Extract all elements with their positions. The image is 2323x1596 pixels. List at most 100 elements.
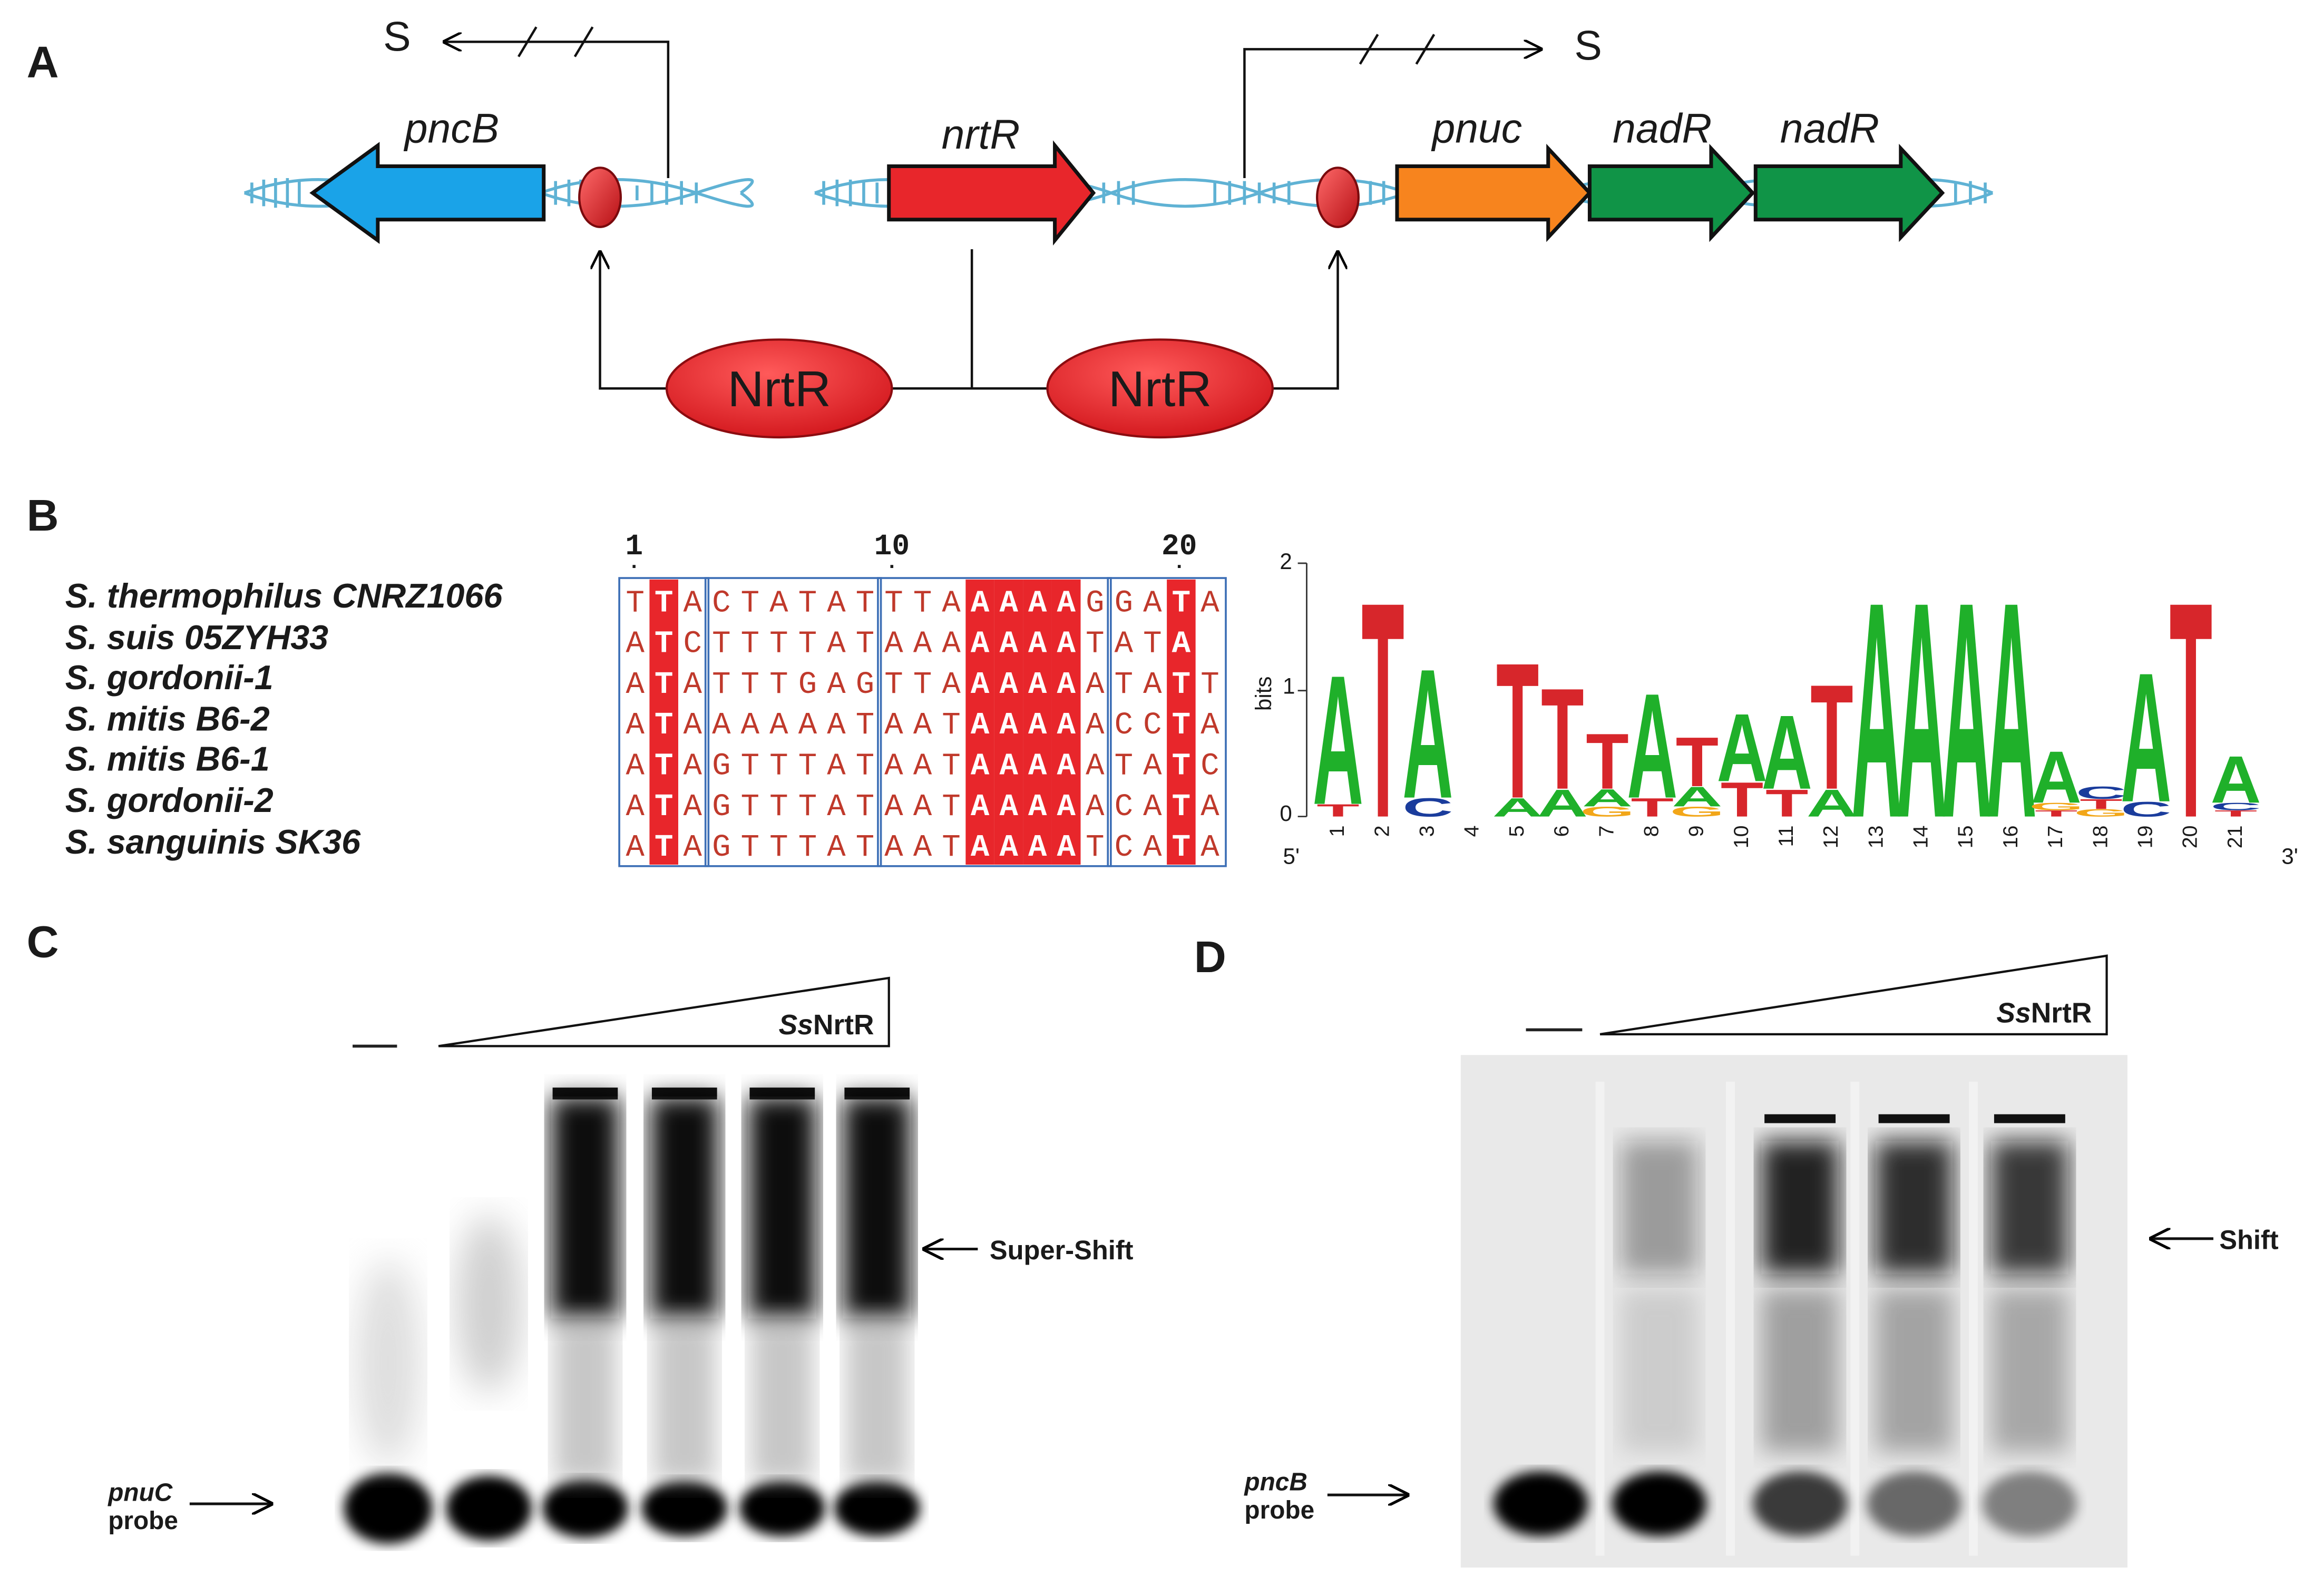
alignment-residue: A <box>999 585 1018 621</box>
alignment-residue: A <box>1028 626 1047 662</box>
alignment-residue: A <box>913 789 932 825</box>
alignment-residue: T <box>1172 830 1190 865</box>
logo-x-tick: 4 <box>1460 826 1483 837</box>
logo-x-tick: 21 <box>2223 826 2247 849</box>
shifted-complex <box>1621 1141 1698 1275</box>
alignment-residue: A <box>684 830 702 865</box>
logo-letter: A <box>1313 638 1363 844</box>
alignment-residue: C <box>1115 708 1133 743</box>
alignment-residue: A <box>999 789 1018 825</box>
logo-x-tick: 5 <box>1505 826 1528 837</box>
alignment-residue: T <box>856 626 874 662</box>
alignment-residue: A <box>1057 708 1076 743</box>
alignment-residue: A <box>999 749 1018 784</box>
probe-band <box>344 1473 433 1544</box>
logo-five-prime: 5' <box>1283 844 1300 869</box>
alignment-residue: A <box>999 830 1018 865</box>
alignment-residue: A <box>913 749 932 784</box>
alignment-residue: A <box>1115 626 1134 662</box>
alignment-residue: T <box>1172 749 1190 784</box>
alignment-residue: T <box>712 667 730 702</box>
alignment-residue: A <box>626 667 645 702</box>
shifted-complex <box>748 1096 816 1319</box>
emsa-gel-c <box>296 1066 920 1556</box>
alignment-residue: T <box>1200 667 1219 702</box>
logo-y-axis-label: bits <box>1251 677 1276 711</box>
logo-y-tick-1: 1 <box>1283 673 1295 698</box>
alignment-residue: A <box>971 830 990 865</box>
alignment-residue: T <box>1172 789 1190 825</box>
alignment-residue: T <box>769 667 788 702</box>
panel-d: D SsNrtR Shift pncB probe <box>1194 932 2279 1568</box>
alignment-residue: T <box>1086 830 1104 865</box>
alignment-residue: T <box>769 626 788 662</box>
logo-x-tick: 9 <box>1685 826 1708 837</box>
alignment-residue: A <box>884 708 903 743</box>
gene-label-nrtr: nrtR <box>942 111 1020 158</box>
alignment-residue: T <box>741 830 759 865</box>
logo-letter: C <box>2076 783 2126 803</box>
species-name: S. mitis B6-2 <box>65 700 270 738</box>
probe-word-d: probe <box>1244 1496 1314 1524</box>
probe-band <box>1867 1471 1962 1536</box>
alignment-residue: A <box>1086 749 1105 784</box>
alignment-residue: A <box>942 667 961 702</box>
alignment-residue: C <box>1115 789 1133 825</box>
alignment-residue: T <box>942 830 960 865</box>
logo-x-tick: 2 <box>1370 826 1393 837</box>
emsa-gel-d <box>1460 1055 2127 1568</box>
logo-letter: G <box>2074 807 2129 819</box>
shifted-complex <box>1876 1141 1953 1275</box>
alignment-residue: T <box>798 626 817 662</box>
alignment-residue: A <box>913 708 932 743</box>
alignment-residue: T <box>1115 749 1133 784</box>
alignment-residue: A <box>626 708 645 743</box>
gene-arrow-pnuc <box>1395 143 1593 242</box>
logo-letter: T <box>1721 772 1763 827</box>
alignment-residue: A <box>971 585 990 621</box>
logo-letter: A <box>1851 537 1902 882</box>
alignment-residue: A <box>684 708 702 743</box>
shifted-complex <box>1761 1141 1839 1275</box>
logo-x-tick: 18 <box>2088 826 2112 849</box>
shifted-complex <box>1991 1141 2068 1275</box>
binding-site-right <box>1316 167 1360 228</box>
position-marker-20: 20 <box>1162 530 1197 563</box>
alignment-residue: T <box>856 708 874 743</box>
logo-x-tick: 17 <box>2044 826 2067 849</box>
alignment-residue: A <box>827 708 846 743</box>
alignment-residue: A <box>1057 749 1076 784</box>
gene-arrow-nrtr <box>887 140 1096 246</box>
nrtr-protein-right <box>1046 338 1274 439</box>
start-label-left: S <box>383 13 411 60</box>
logo-letter: T <box>2214 809 2257 819</box>
transcription-arrow-left <box>444 26 670 179</box>
alignment-residue: T <box>942 708 960 743</box>
alignment-residue: T <box>741 626 759 662</box>
alignment-residue: A <box>942 585 961 621</box>
alignment-residue: A <box>741 708 760 743</box>
alignment-residue: A <box>1028 708 1047 743</box>
alignment-residue: A <box>1200 708 1219 743</box>
alignment-residue: A <box>684 749 702 784</box>
logo-letter: G <box>1670 804 1725 820</box>
alignment-residue: T <box>655 585 673 621</box>
alignment-residue: T <box>798 749 817 784</box>
logo-letter: A <box>2031 736 2082 818</box>
alignment-residue: A <box>913 830 932 865</box>
probe-band <box>641 1480 728 1536</box>
alignment-residue: A <box>684 789 702 825</box>
probe-band <box>1493 1471 1588 1536</box>
alignment-residue: A <box>827 626 846 662</box>
logo-x-tick: 6 <box>1550 826 1573 837</box>
alignment-residue: T <box>913 667 932 702</box>
position-marker-10: 10 <box>874 530 910 563</box>
alignment-residue: T <box>942 749 960 784</box>
dna-rungs-right <box>822 179 1987 207</box>
alignment-residue: A <box>827 585 846 621</box>
alignment-residue: A <box>942 626 961 662</box>
logo-x-tick: 8 <box>1639 826 1663 837</box>
logo-x-tick: 14 <box>1909 826 1932 849</box>
